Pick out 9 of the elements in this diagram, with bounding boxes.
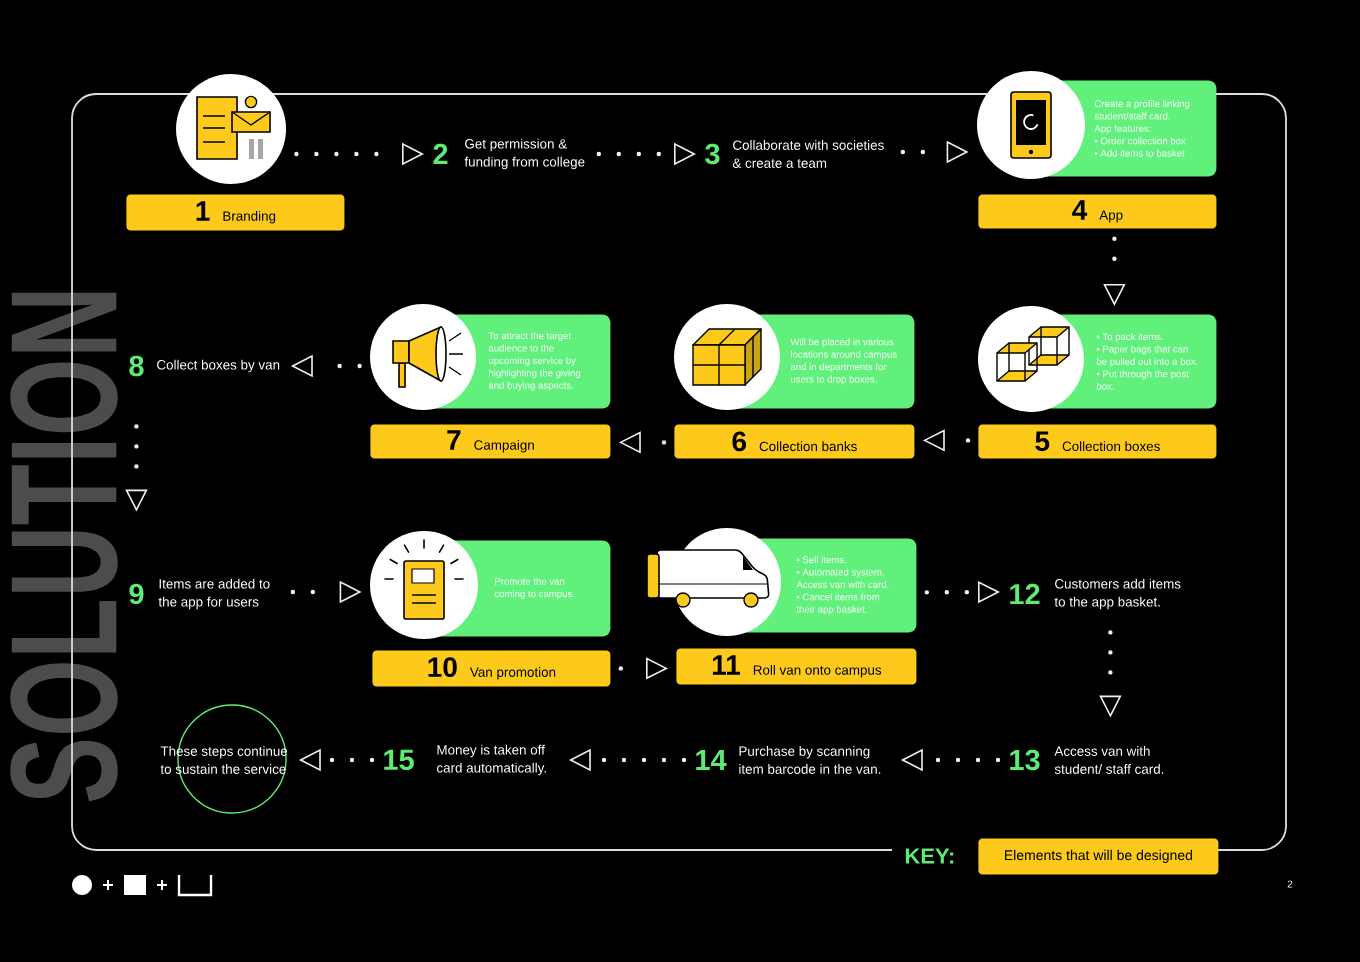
shelf-icon [674,304,780,410]
phone-icon [977,71,1085,179]
van-icon [646,528,781,636]
megaphone-icon [370,304,476,410]
key-label: KEY: [905,848,954,864]
boxes-icon [978,306,1084,412]
poster-icon [370,531,478,639]
document-icon [176,74,286,184]
vertical-title: SOLUTION [10,292,118,802]
